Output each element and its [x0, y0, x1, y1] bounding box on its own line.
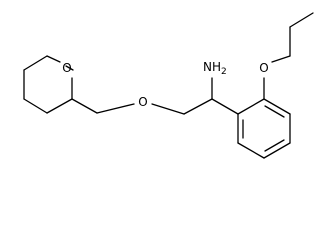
benzene-ring: [211, 98, 291, 159]
ring-bond: [46, 55, 61, 63]
ring-bond: [211, 98, 239, 115]
ring-bond: [237, 142, 265, 159]
ethoxy-bond: [289, 12, 314, 28]
ring-oxygen-label: O: [62, 61, 71, 75]
ring-bond: [237, 98, 265, 115]
oxane-ring: [23, 55, 74, 114]
double-bond-inner: [264, 105, 285, 118]
ring-bond: [46, 98, 73, 114]
ring-bond: [65, 65, 74, 71]
double-bond-inner: [264, 139, 285, 152]
amine-subscript: 2: [221, 67, 227, 77]
amine-label: NH2: [203, 60, 227, 77]
chain-bond: [183, 98, 213, 115]
chain-bond: [96, 103, 135, 114]
chain-bond: [151, 103, 185, 115]
ethoxy-bond: [271, 55, 291, 63]
ethoxy-oxygen-label: O: [259, 61, 268, 75]
linker-chain: [71, 98, 213, 115]
amine-symbol: NH: [203, 60, 221, 74]
ring-bond: [263, 142, 291, 159]
ether-oxygen-label: O: [138, 95, 147, 109]
ethoxy-group: [263, 12, 314, 100]
ring-bond: [23, 55, 48, 71]
ring-bond: [263, 98, 291, 115]
ring-bond: [23, 98, 48, 114]
chain-bond: [71, 98, 98, 114]
molecule-structure-diagram: O O NH2 O: [23, 12, 314, 159]
